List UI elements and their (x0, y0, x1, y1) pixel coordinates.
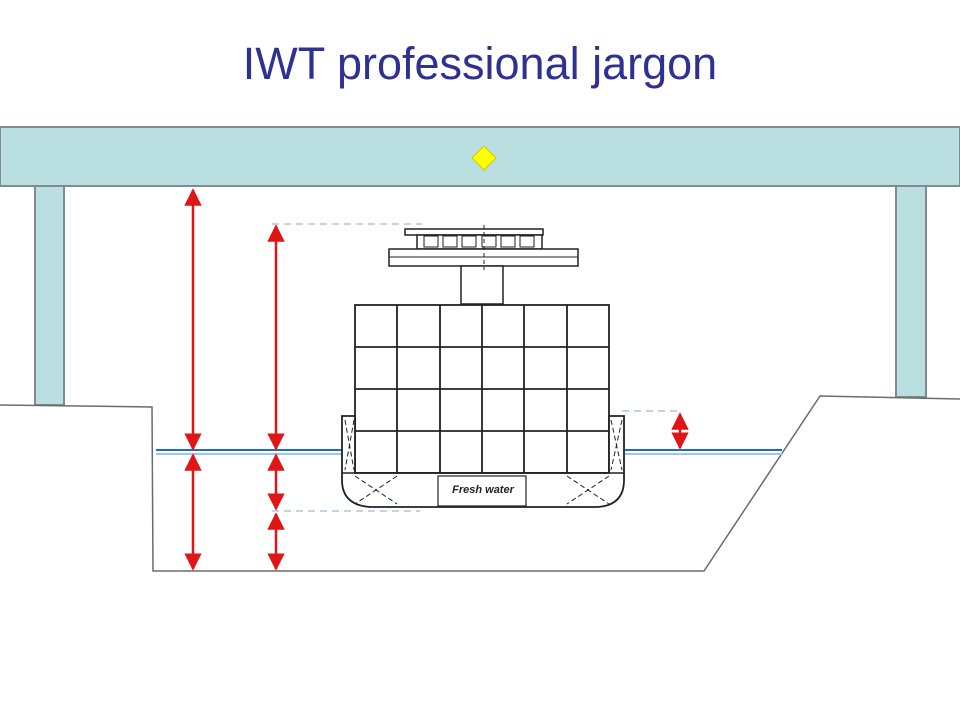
dimension-arrows (184, 188, 689, 571)
slide-title: IWT professional jargon (242, 38, 718, 89)
vessel (341, 225, 625, 508)
bridge-pier-left (34, 185, 65, 406)
wheelhouse-roof (404, 228, 544, 236)
canal-bed-profile (0, 395, 960, 572)
bridge (0, 126, 960, 406)
hull (341, 415, 625, 508)
reference-lines (272, 223, 680, 512)
wheelhouse-windows (423, 235, 535, 248)
hull-bracing (344, 419, 623, 505)
fresh-water-tank (437, 475, 527, 507)
bridge-pier-right (895, 185, 927, 398)
hull-label: Fresh water (452, 484, 514, 496)
container-stack (354, 304, 610, 474)
wheelhouse-column (460, 265, 504, 305)
marker-diamond-icon (471, 145, 497, 171)
